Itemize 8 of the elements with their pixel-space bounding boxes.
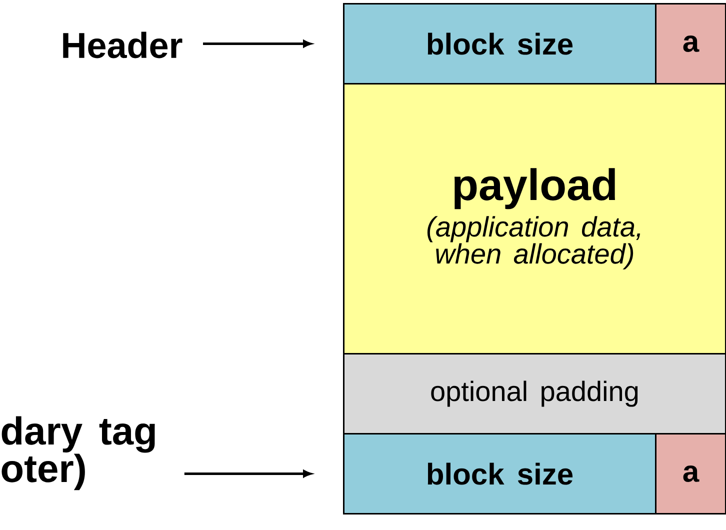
field-box: block size	[343, 3, 656, 84]
side-label: dary tag oter)	[2, 416, 155, 490]
field-box: a	[655, 3, 726, 84]
side-label: Header	[63, 32, 182, 58]
payload-box: payload (application data, when allocated)	[343, 83, 726, 354]
field-box: a	[655, 433, 726, 514]
field-box: block size	[343, 433, 656, 514]
padding-box: optional padding	[343, 353, 726, 434]
